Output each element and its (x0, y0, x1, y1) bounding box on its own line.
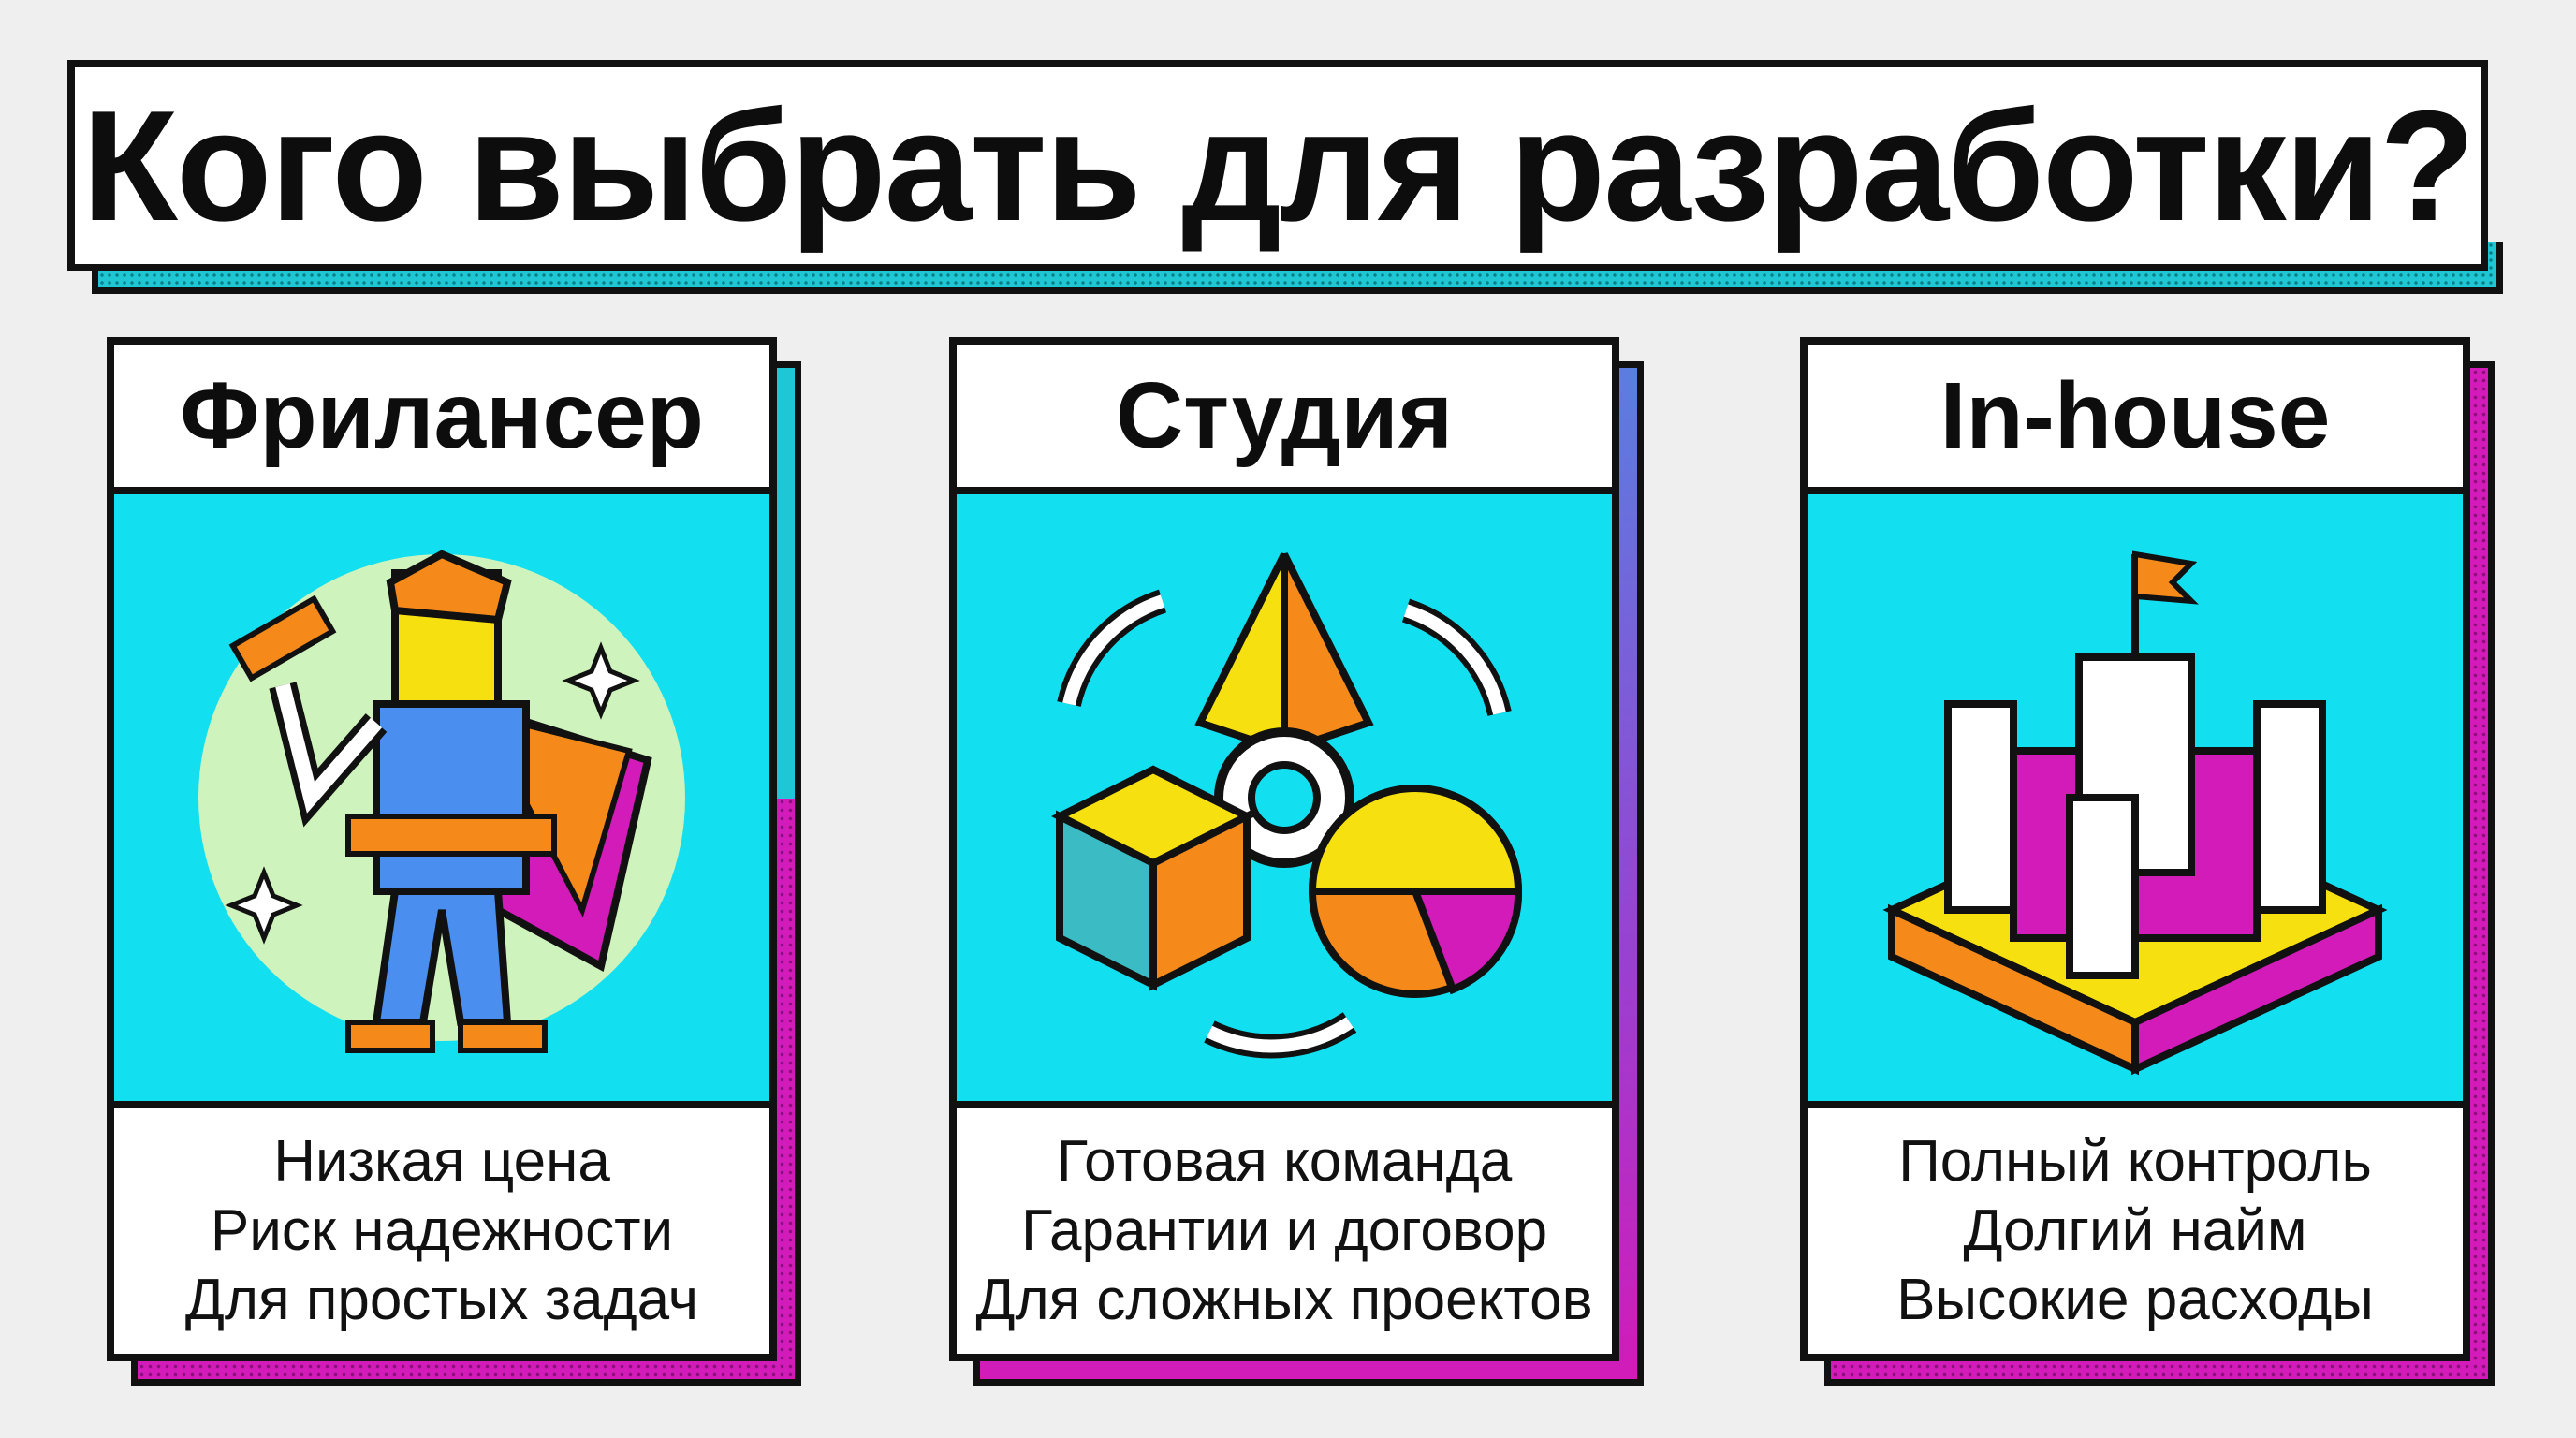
card-studio: Студия Готовая команд (949, 337, 1644, 1386)
card-line: Долгий найм (1963, 1198, 2307, 1263)
superhero-worker-icon (114, 494, 769, 1108)
card-heading: Фрилансер (114, 345, 769, 494)
title-banner: Кого выбрать для разработки? (67, 60, 2488, 271)
castle-blocks-icon (1808, 494, 2463, 1108)
page-title: Кого выбрать для разработки? (81, 77, 2475, 254)
shapes-gear-cycle-icon (957, 494, 1612, 1108)
card-line: Гарантии и договор (1020, 1198, 1548, 1263)
card-line: Риск надежности (210, 1198, 674, 1263)
card-heading: Студия (957, 345, 1612, 494)
card-line: Полный контроль (1898, 1129, 2372, 1194)
card-line: Низкая цена (273, 1129, 610, 1194)
card-line: Для простых задач (184, 1268, 699, 1332)
card-line: Для сложных проектов (975, 1268, 1593, 1332)
card-heading: In-house (1808, 345, 2463, 494)
card-freelancer: Фрилансер Низкая цена Ри (107, 337, 801, 1386)
card-line: Высокие расходы (1896, 1268, 2374, 1332)
card-line: Готовая команда (1056, 1129, 1513, 1194)
card-inhouse: In-house Полный контроль Долгий найм Выс… (1800, 337, 2495, 1386)
